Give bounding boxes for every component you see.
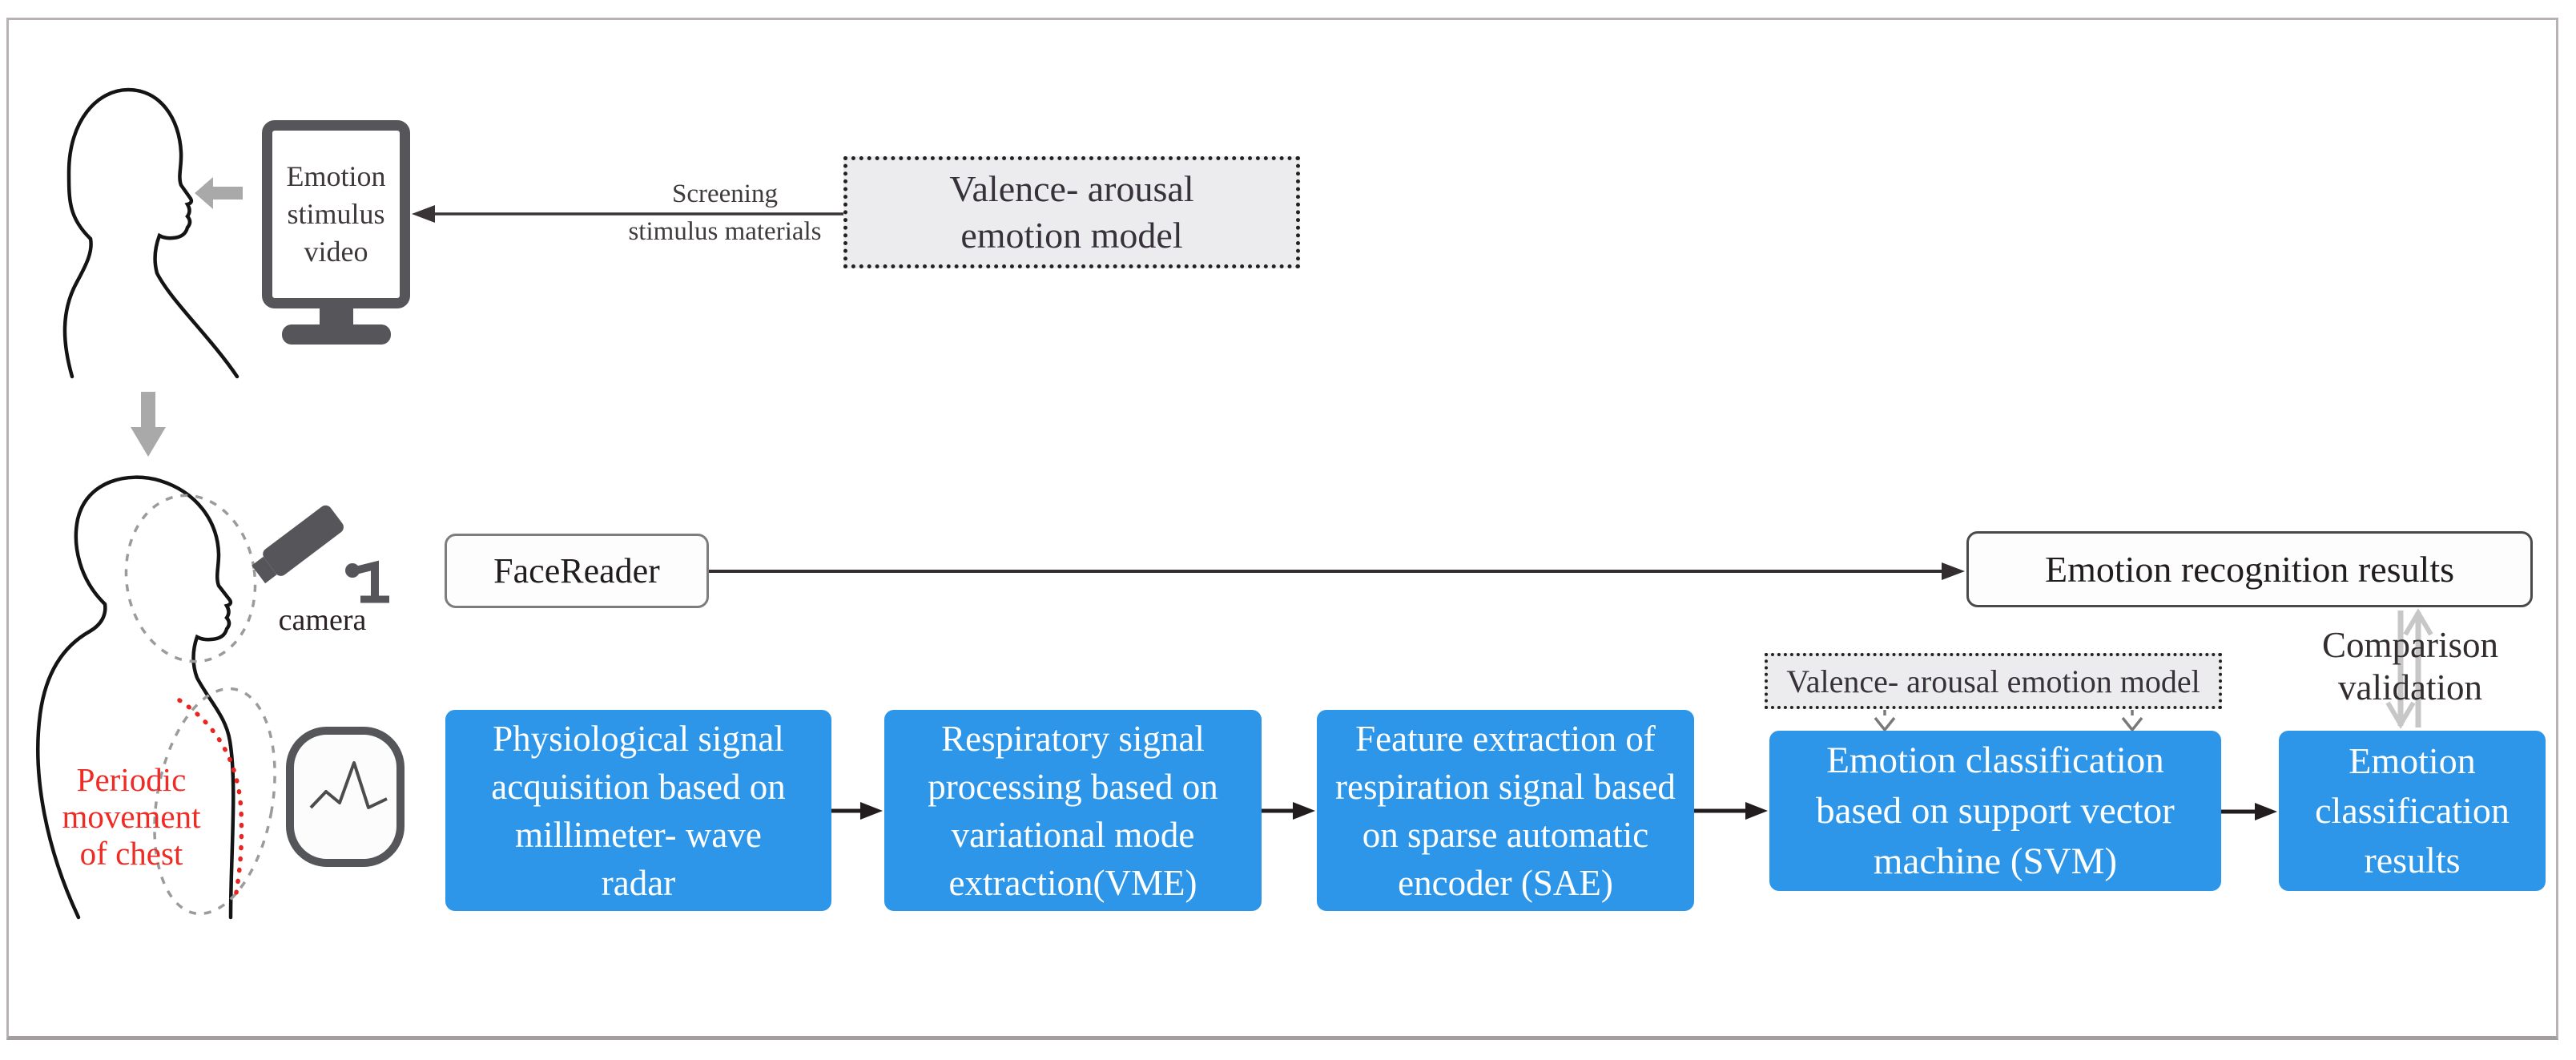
monitor-label: Emotion stimulus video xyxy=(286,160,386,268)
monitor-icon: Emotion stimulus video xyxy=(262,120,410,308)
valence-arousal-model-box-2: Valence- arousal emotion model xyxy=(1765,653,2222,709)
up-down-arrows-icon xyxy=(2385,608,2433,729)
down-arrow-icon xyxy=(131,392,166,457)
facereader-results-arrow xyxy=(709,562,1965,580)
screening-arrow xyxy=(412,205,843,223)
cctv-camera-icon xyxy=(252,505,389,603)
chest-movement-label: Periodic movement of chest xyxy=(62,761,201,872)
comparison-validation-label: Comparison validation xyxy=(2322,625,2498,707)
left-arrow-icon xyxy=(195,177,243,209)
pipeline-box-classification-results: Emotion classification results xyxy=(2279,731,2546,891)
chest-motion-dotted-arc xyxy=(177,698,244,895)
pipeline-arrow-3 xyxy=(1694,802,1768,820)
monitor-stand-base xyxy=(282,324,391,345)
monitor-stand-neck xyxy=(320,307,353,328)
valence-arousal-model-box: Valence- arousal emotion model xyxy=(843,156,1300,268)
person-profile-icon xyxy=(36,475,235,920)
valence-model-dashed-arrow-right xyxy=(2121,710,2143,732)
pipeline-arrow-4 xyxy=(2221,803,2277,820)
pipeline-box-svm: Emotion classification based on support … xyxy=(1769,731,2221,891)
pipeline-box-vme: Respiratory signal processing based on v… xyxy=(884,710,1262,911)
face-focus-ellipse xyxy=(124,494,257,663)
facereader-box: FaceReader xyxy=(445,534,709,608)
chest-focus-ellipse xyxy=(153,687,276,916)
person-profile-icon xyxy=(62,87,239,379)
pipeline-box-acquisition: Physiological signal acquisition based o… xyxy=(445,710,831,911)
screening-arrow-label-bottom: stimulus materials xyxy=(628,217,822,246)
valence-model-dashed-arrow-left xyxy=(1874,710,1896,732)
pipeline-arrow-2 xyxy=(1262,802,1315,820)
pipeline-box-sae: Feature extraction of respiration signal… xyxy=(1317,710,1694,911)
camera-label: camera xyxy=(278,603,367,637)
recognition-results-box: Emotion recognition results xyxy=(1966,531,2533,607)
pipeline-arrow-1 xyxy=(831,802,883,820)
radar-sensor-icon xyxy=(286,727,405,867)
screening-arrow-label-top: Screening xyxy=(672,179,778,208)
figure-border xyxy=(6,18,2558,1040)
